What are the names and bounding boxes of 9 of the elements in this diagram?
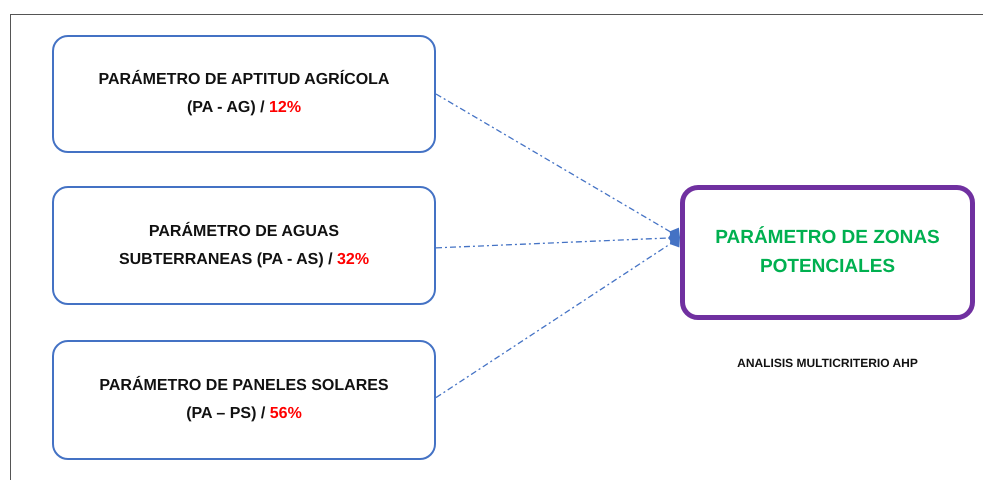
box-text: PARÁMETRO DE AGUAS SUBTERRANEAS (PA - AS) / 32% (118, 220, 370, 270)
parameter-box (52, 340, 436, 460)
result-box (680, 185, 975, 320)
parameter-box (52, 35, 436, 153)
box-text: PARÁMETRO DE APTITUD AGRÍCOLA (PA - AG) / 12% (98, 68, 390, 118)
box-text: PARÁMETRO DE PANELES SOLARES (PA – PS) / 56% (98, 374, 390, 424)
parameter-box (52, 186, 436, 305)
note-text: ANALISIS MULTICRITERIO AHP (736, 355, 919, 372)
box-text: PARÁMETRO DE ZONAS POTENCIALES (714, 225, 941, 278)
